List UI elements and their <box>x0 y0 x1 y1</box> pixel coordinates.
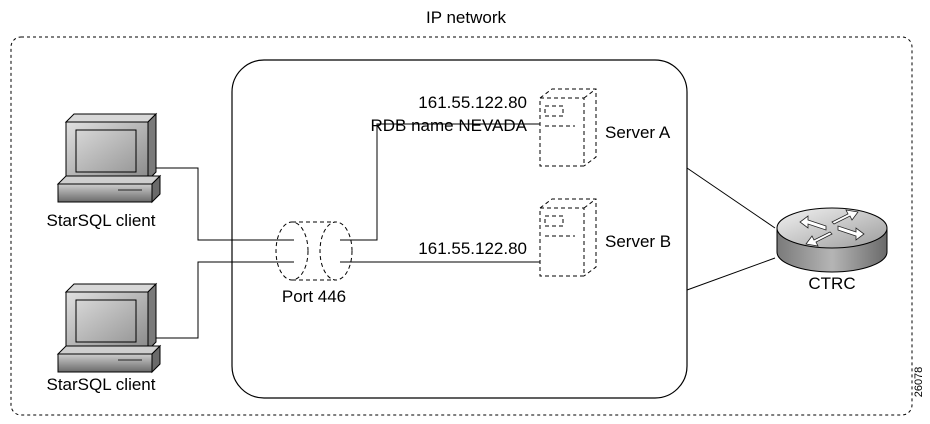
router-label: CTRC <box>808 274 855 293</box>
link-router-top <box>686 167 776 229</box>
port-cylinder-icon <box>275 221 353 281</box>
link-router-bottom <box>686 257 776 291</box>
router-icon <box>776 207 888 273</box>
server-b-ip: 161.55.122.80 <box>418 239 527 258</box>
client-computer-icon <box>56 112 162 204</box>
figure-id: 26078 <box>913 367 925 398</box>
client-1-label: StarSQL client <box>47 211 156 230</box>
connection-lines <box>150 123 776 339</box>
server-enclosure <box>231 59 688 399</box>
ip-network-label: IP network <box>426 8 507 27</box>
link-client2 <box>150 261 294 339</box>
ip-network-boundary: IP network <box>10 8 913 416</box>
link-server-a <box>340 123 540 241</box>
client-2-label: StarSQL client <box>47 375 156 394</box>
server-a-rdb-name: RDB name NEVADA <box>370 116 527 135</box>
server-a-label: Server A <box>605 123 671 142</box>
server-a-ip: 161.55.122.80 <box>418 93 527 112</box>
server-b-label: Server B <box>605 232 671 251</box>
link-client1 <box>150 167 294 241</box>
port-label: Port 446 <box>282 287 346 306</box>
server-b-icon <box>539 198 597 277</box>
client-computer-icon <box>56 282 162 374</box>
server-a-icon <box>539 88 597 167</box>
